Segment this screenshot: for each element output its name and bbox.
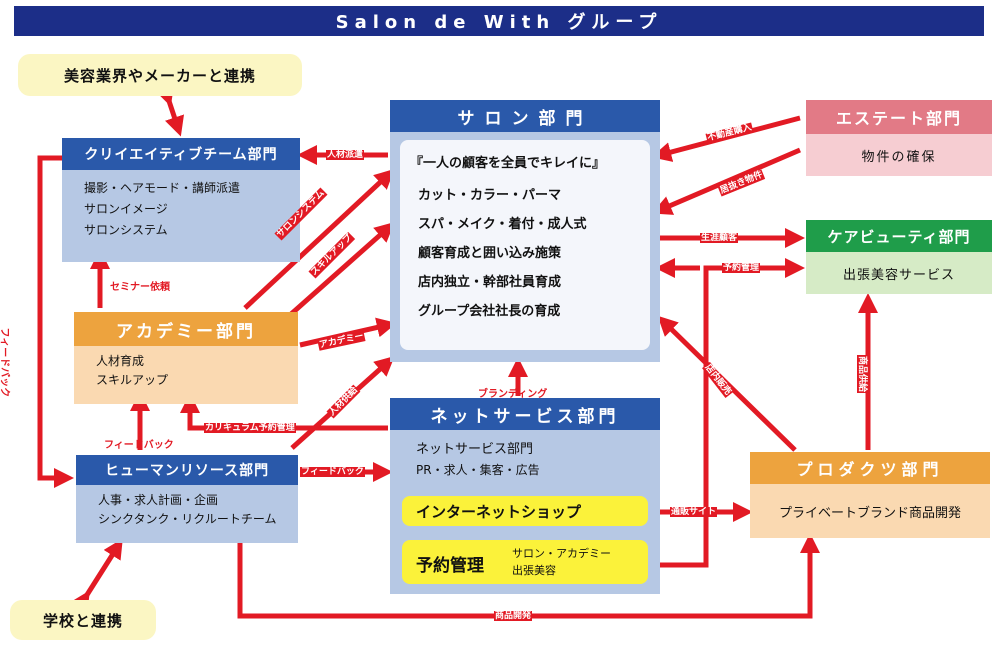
net-item: ネットサービス部門	[416, 442, 534, 457]
arrow-feedback-left	[37, 155, 74, 488]
academy-item: スキルアップ	[96, 373, 169, 387]
dept-esthe-title: エステート部門	[806, 100, 992, 134]
arrow-net-academy	[180, 393, 388, 431]
net-shop: インターネットショップ	[402, 496, 648, 526]
dept-creative-title: クリイエイティブチーム部門	[62, 138, 300, 170]
label-shohin-kaihatsu: 商品開発	[494, 611, 533, 621]
creative-item: 撮影・ヘアモード・講師派遣	[84, 181, 241, 195]
dept-esthe: エステート部門 物件の確保	[806, 100, 992, 176]
label-feedback-h: フィードバック	[104, 440, 174, 451]
dept-care: ケアビューティ部門 出張美容サービス	[806, 220, 992, 294]
dept-academy-title: アカデミー部門	[74, 312, 298, 346]
creative-item: サロンシステム	[84, 223, 168, 237]
label-yoyaku: 予約管理	[722, 263, 761, 273]
net-reserve-box: 予約管理 サロン・アカデミー 出張美容	[402, 540, 648, 584]
salon-item: グループ会社社長の育成	[418, 304, 561, 319]
dept-product-title: プロダクツ部門	[750, 452, 990, 484]
product-item: プライベートブランド商品開発	[750, 484, 990, 538]
esthe-item: 物件の確保	[806, 134, 992, 176]
net-item: PR・求人・集客・広告	[416, 463, 540, 477]
hr-item: シンクタンク・リクルートチーム	[98, 512, 277, 526]
dept-creative: クリイエイティブチーム部門 撮影・ヘアモード・講師派遣 サロンイメージ サロンシ…	[62, 138, 300, 262]
net-reserve-sub: 出張美容	[512, 564, 556, 577]
label-seiho: 生涯顧客	[700, 233, 739, 243]
label-jinzai-haken: 人材派遣	[326, 150, 365, 160]
net-reserve: 予約管理	[416, 556, 484, 576]
salon-panel: 『一人の顧客を全員でキレイに』 カット・カラー・パーマ スパ・メイク・着付・成人…	[400, 140, 650, 350]
label-curriculum: カリキュラム予約管理	[204, 423, 296, 433]
dept-hr: ヒューマンリソース部門 人事・求人計画・企画 シンクタンク・リクルートチーム	[76, 455, 298, 543]
salon-tagline: 『一人の顧客を全員でキレイに』	[410, 156, 606, 171]
arrow-academy-salon-skill	[288, 222, 395, 317]
creative-item: サロンイメージ	[84, 202, 168, 216]
label-shohin-kyokyu: 商品供給	[857, 355, 867, 394]
net-reserve-sub: サロン・アカデミー	[512, 547, 611, 560]
dept-product: プロダクツ部門 プライベートブランド商品開発	[750, 452, 990, 538]
salon-item: 顧客育成と囲い込み施策	[418, 246, 562, 261]
salon-item: カット・カラー・パーマ	[418, 188, 562, 203]
arrow-industry-creative	[155, 84, 185, 137]
dept-academy: アカデミー部門 人材育成 スキルアップ	[74, 312, 298, 404]
pill-school: 学校と連携	[10, 600, 156, 640]
label-feedback-hr: フィードバック	[300, 467, 365, 477]
academy-item: 人材育成	[96, 354, 145, 368]
label-branding: ブランディング	[478, 389, 548, 400]
label-feedback-v: フィードバック	[0, 327, 10, 398]
arrow-school-hr	[70, 538, 123, 613]
hr-item: 人事・求人計画・企画	[98, 493, 219, 507]
banner-title: Salon de With グループ	[14, 6, 984, 36]
arrow-academy-salon-system	[243, 168, 395, 310]
salon-item: 店内独立・幹部社員育成	[418, 275, 562, 290]
label-seminar: セミナー依頼	[110, 282, 170, 293]
dept-hr-title: ヒューマンリソース部門	[76, 455, 298, 485]
care-item: 出張美容サービス	[806, 252, 992, 294]
dept-salon-title: サロン部門	[390, 100, 660, 132]
dept-net-title: ネットサービス部門	[390, 398, 660, 430]
dept-care-title: ケアビューティ部門	[806, 220, 992, 252]
arrow-esthe-salon-2	[651, 147, 801, 215]
label-tsuhan: 通販サイト	[670, 507, 718, 517]
pill-industry: 美容業界やメーカーと連携	[18, 54, 302, 96]
dept-net: ネットサービス部門 ネットサービス部門 PR・求人・集客・広告 インターネットシ…	[390, 398, 660, 594]
salon-item: スパ・メイク・着付・成人式	[418, 217, 587, 232]
